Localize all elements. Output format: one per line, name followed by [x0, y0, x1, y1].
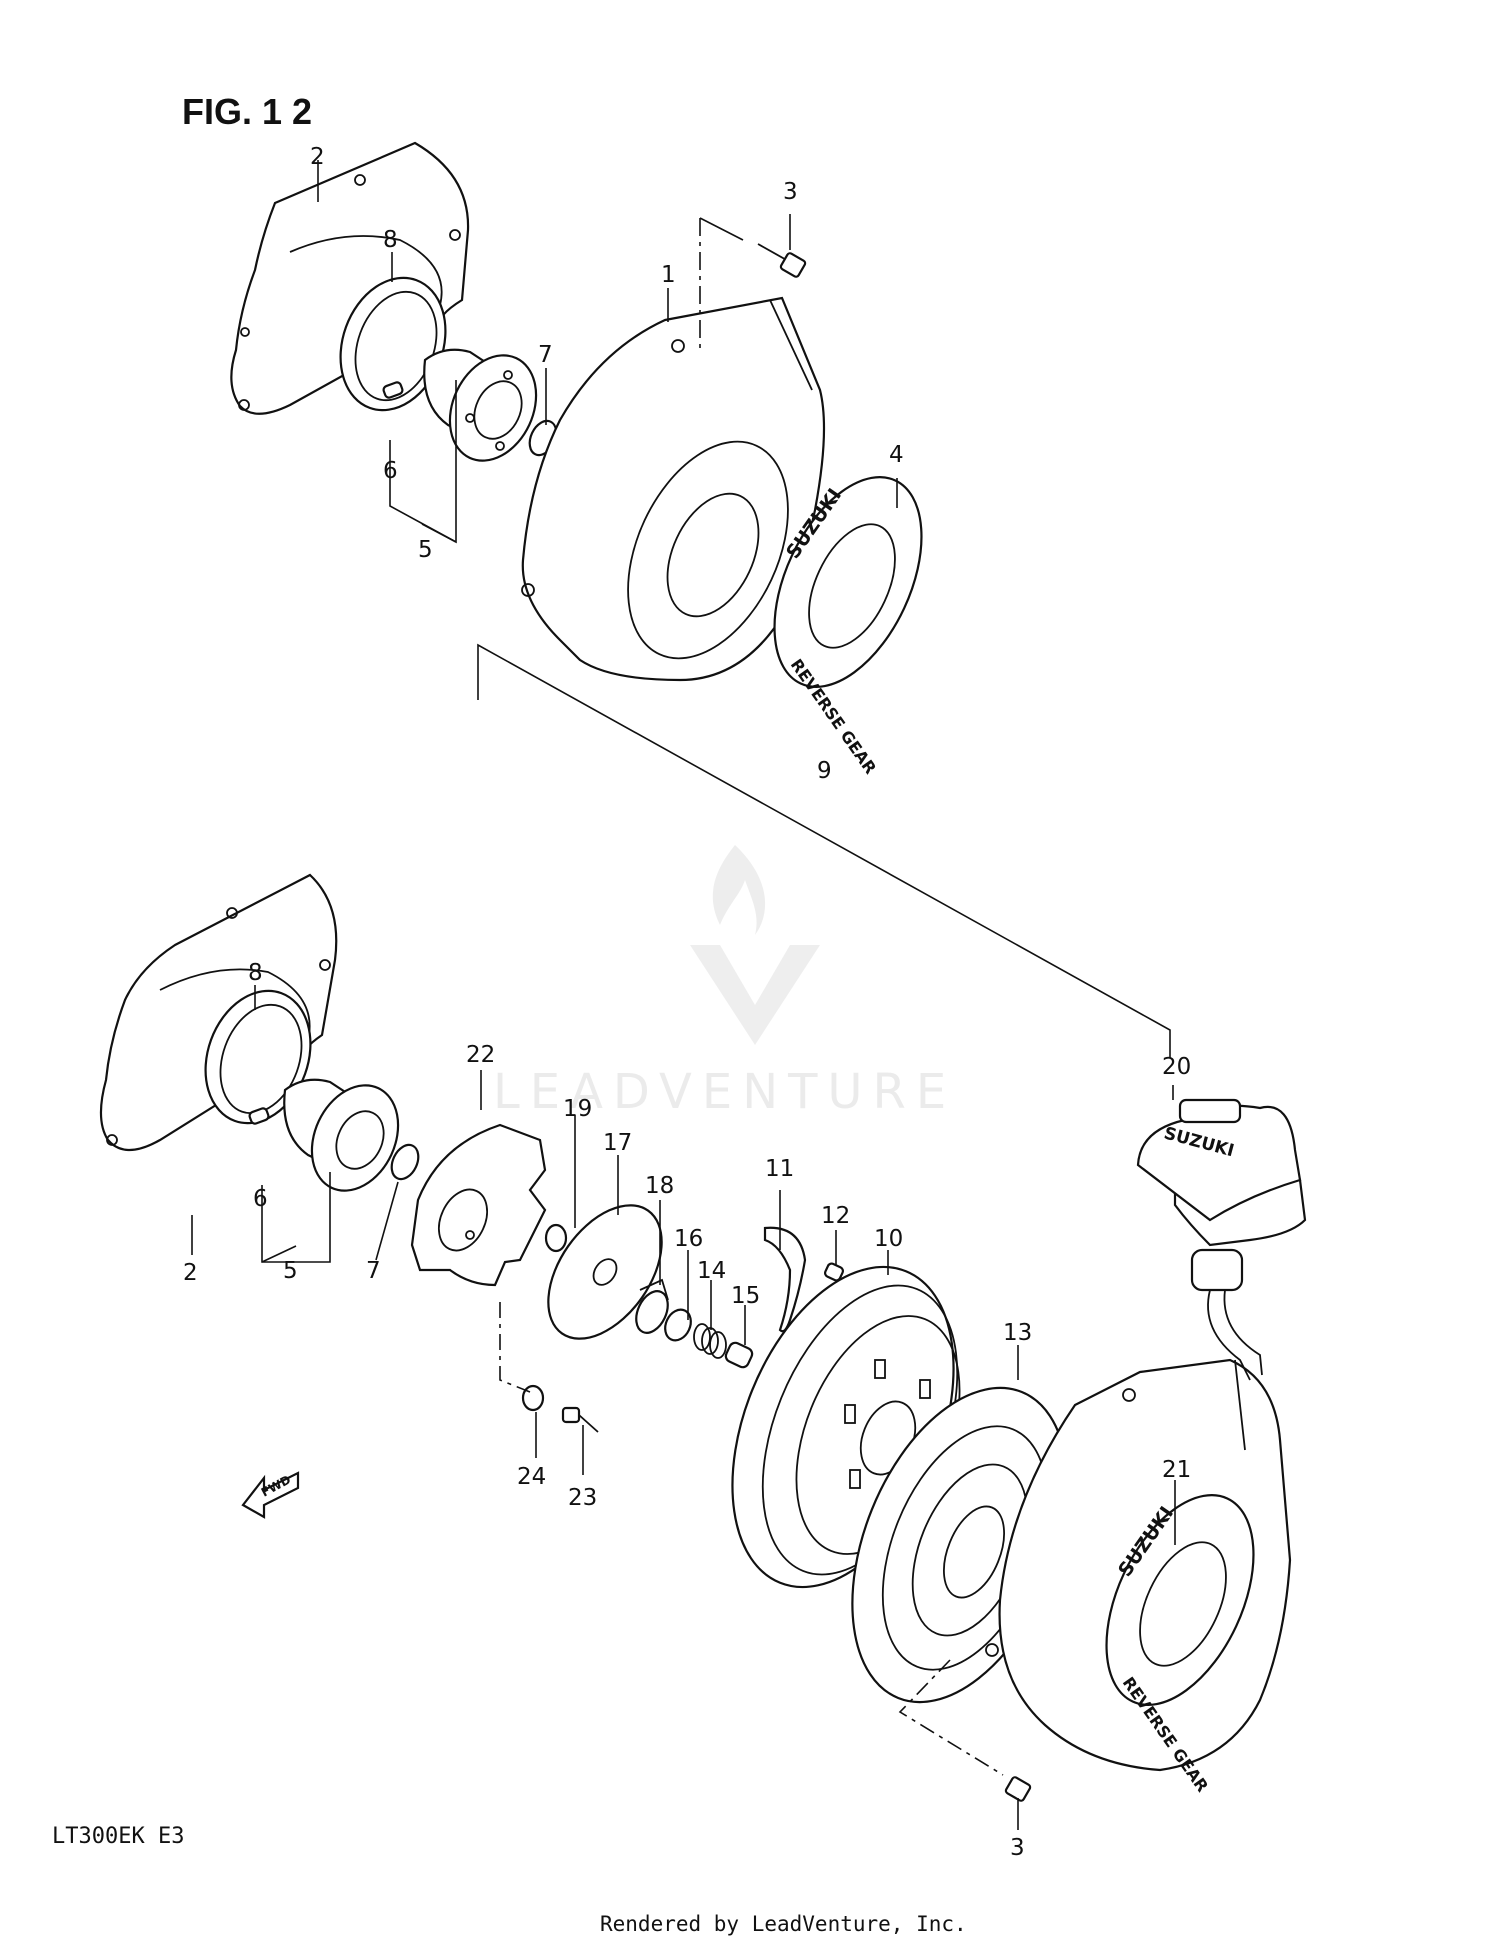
callout-17: 17: [603, 1130, 632, 1156]
ratchet-plate: [410, 1123, 547, 1287]
model-code: LT300EK E3: [52, 1824, 184, 1849]
bolt-bottom: [1004, 1776, 1032, 1802]
callout-16: 16: [674, 1226, 703, 1252]
callout-21: 21: [1162, 1457, 1191, 1483]
o-ring-bottom: [390, 1143, 420, 1181]
gear-hub-bottom: [248, 1078, 400, 1192]
callout-5-top: 5: [418, 537, 433, 563]
callout-1: 1: [661, 262, 676, 288]
callout-7-bottom: 7: [366, 1258, 381, 1284]
pin-12: [824, 1262, 844, 1282]
callout-19: 19: [563, 1096, 592, 1122]
callout-22: 22: [466, 1042, 495, 1068]
callout-10: 10: [874, 1226, 903, 1252]
callout-4: 4: [889, 442, 904, 468]
callout-6-bottom: 6: [253, 1186, 268, 1212]
gear-hub-top: [382, 348, 538, 462]
callout-8-bottom: 8: [248, 960, 263, 986]
gasket-top: [230, 141, 470, 415]
washer-16: [664, 1308, 692, 1342]
ratchet: [635, 1278, 669, 1334]
callout-20: 20: [1162, 1054, 1191, 1080]
callout-13: 13: [1003, 1320, 1032, 1346]
nut-19: [544, 1223, 568, 1253]
callout-11: 11: [765, 1156, 794, 1182]
callout-18: 18: [645, 1173, 674, 1199]
fwd-arrow-icon: FWD: [241, 1471, 300, 1519]
leader-lines-bottom: [191, 985, 1176, 1830]
leadventure-watermark: LEADVENTURE: [493, 845, 956, 1120]
leader-lines-top: [317, 160, 1171, 1058]
gasket-bottom: [99, 873, 338, 1152]
callout-5-bottom: 5: [283, 1258, 298, 1284]
callout-3-top: 3: [783, 179, 798, 205]
collar-15: [724, 1341, 754, 1369]
callout-6-top: 6: [383, 458, 398, 484]
callout-2-bottom: 2: [183, 1260, 198, 1286]
watermark-text: LEADVENTURE: [493, 1064, 956, 1120]
callout-8-top: 8: [383, 227, 398, 253]
spring-14: [693, 1323, 727, 1359]
callout-15: 15: [731, 1283, 760, 1309]
bolt-23: [561, 1406, 599, 1433]
callout-3-bottom: 3: [1010, 1835, 1025, 1861]
callout-9: 9: [817, 758, 832, 784]
callout-24: 24: [517, 1464, 546, 1490]
render-credit: Rendered by LeadVenture, Inc.: [600, 1912, 967, 1936]
figure-title: FIG. 1 2: [182, 91, 312, 132]
callout-14: 14: [697, 1258, 726, 1284]
bolt-top: [757, 243, 807, 278]
friction-plate: [547, 1204, 663, 1340]
callout-7-top: 7: [538, 342, 553, 368]
callout-12: 12: [821, 1203, 850, 1229]
reverse-gear-cover-top: [521, 296, 826, 682]
callout-23: 23: [568, 1485, 597, 1511]
starter-rope-and-handle: SUZUKI: [1136, 1098, 1307, 1381]
callout-2-top: 2: [310, 144, 325, 170]
